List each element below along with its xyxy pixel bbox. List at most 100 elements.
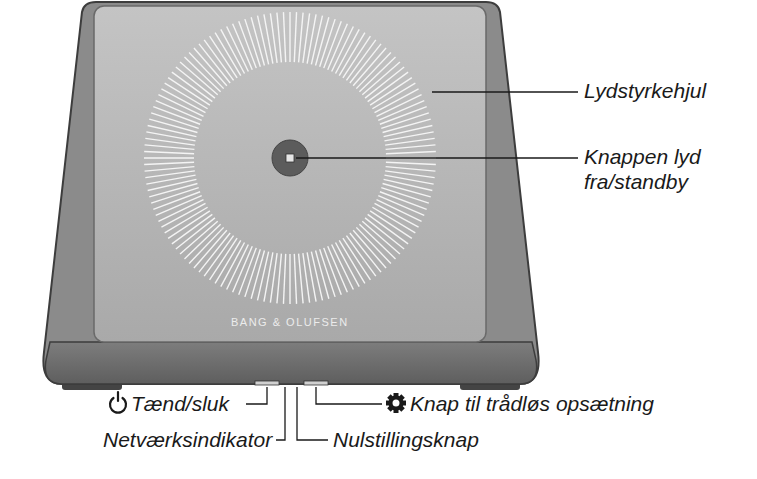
brand-logo: BANG & OLUFSEN (231, 316, 349, 329)
wheel-tick (289, 12, 290, 62)
wheel-tick (251, 17, 264, 65)
wheel-tick (146, 132, 195, 141)
wheel-tick (353, 48, 386, 86)
gear-body (391, 398, 402, 409)
wheel-tick (359, 224, 395, 259)
wheel-tick (370, 78, 412, 106)
speaker-body (43, 2, 538, 384)
wheel-tick (386, 145, 436, 149)
wheel-tick (176, 67, 215, 98)
wheel-tick (199, 233, 230, 272)
wheel-tick (386, 167, 436, 171)
wheel-tick (144, 157, 194, 158)
wheel-tick (335, 243, 359, 287)
wheel-tick (258, 252, 269, 301)
wheel-tick (356, 227, 391, 263)
wheel-tick (165, 207, 208, 233)
part-label: Netværksindikator (103, 427, 272, 452)
part-label: Knappen lyd fra/standby (584, 144, 749, 194)
setup-button (304, 381, 328, 385)
wheel-tick (184, 224, 220, 259)
wheel-tick (289, 254, 290, 304)
wheel-tick (270, 13, 277, 63)
wheel-tick (158, 200, 203, 222)
wheel-tick (375, 89, 419, 113)
wheel-tick (311, 252, 322, 301)
wheel-tick (316, 251, 329, 299)
wheel-tick (328, 24, 348, 70)
wheel-tick (145, 145, 195, 149)
wheel-tick (158, 95, 203, 117)
wheel-tick (180, 62, 218, 95)
wheel-tick (210, 36, 238, 78)
wheel-tick (365, 218, 404, 249)
wheel-tick (161, 203, 205, 227)
part-label: Tænd/sluk (131, 391, 229, 416)
wheel-tick (332, 244, 354, 289)
wheel-tick (283, 12, 285, 62)
wheel-tick (386, 162, 436, 164)
power-icon (110, 392, 126, 413)
wheel-tick (145, 167, 195, 171)
wheel-tick (359, 57, 395, 92)
wheel-tick (194, 230, 227, 268)
wheel-tick (385, 138, 435, 145)
wheel-tick (376, 200, 421, 222)
wheel-tick (362, 221, 400, 254)
top-plate (94, 6, 486, 342)
wheel-tick (294, 12, 296, 62)
wheel-tick (227, 26, 249, 71)
wheel-tick (172, 72, 212, 101)
wheel-tick (372, 83, 415, 109)
wheel-tick (376, 95, 421, 117)
wheel-tick (189, 227, 224, 263)
wheel-tick (264, 252, 273, 301)
wheel-tick (343, 238, 371, 280)
wheel-tick (148, 179, 197, 190)
part-label: Knap til trådløs opsætning (410, 391, 654, 416)
wheel-tick (303, 253, 310, 303)
wheel-tick (149, 184, 197, 197)
leader-lines (246, 92, 578, 440)
wheel-tick (227, 244, 249, 289)
wheel-tick (307, 14, 316, 63)
wheel-tick (378, 196, 424, 216)
wheel-tick (356, 52, 391, 88)
wheel-tick (215, 33, 241, 76)
power-button (255, 381, 279, 385)
wheel-tick (350, 44, 381, 83)
wheel-tick (233, 246, 253, 292)
part-label: Nulstillingsknap (333, 427, 479, 452)
wheel-tick (384, 179, 433, 190)
wheel-tick (299, 13, 303, 63)
part-label: Lydstyrkehjul (584, 78, 706, 103)
wheel-tick (283, 254, 285, 304)
wheel-tick (277, 13, 281, 63)
wheel-tick (184, 57, 220, 92)
wheel-tick (294, 254, 296, 304)
wheel-tick (144, 151, 194, 153)
wheel-tick (204, 236, 233, 276)
wheel-tick (148, 126, 197, 137)
wheel-tick (346, 40, 375, 80)
wheel-tick (299, 254, 303, 304)
wheel-tick (383, 119, 431, 132)
wheel-tick (144, 162, 194, 164)
wheel-tick (168, 211, 210, 239)
wheel-tick (221, 29, 245, 73)
wheel-tick (156, 101, 202, 121)
wheel-tick (332, 26, 354, 71)
wheel-tick (386, 151, 436, 153)
wheel-tick (368, 214, 408, 243)
front-face (45, 342, 536, 384)
wheel-tick (145, 171, 195, 178)
wheel-tick (311, 16, 322, 65)
wheel-tick (384, 126, 433, 137)
button-mark (286, 154, 294, 162)
wheel-tick (384, 175, 433, 184)
wheel-tick (277, 254, 281, 304)
wheel-tick (339, 240, 365, 283)
wheel-tick (258, 16, 269, 65)
gear-icon (386, 393, 406, 413)
wheel-tick (189, 52, 224, 88)
